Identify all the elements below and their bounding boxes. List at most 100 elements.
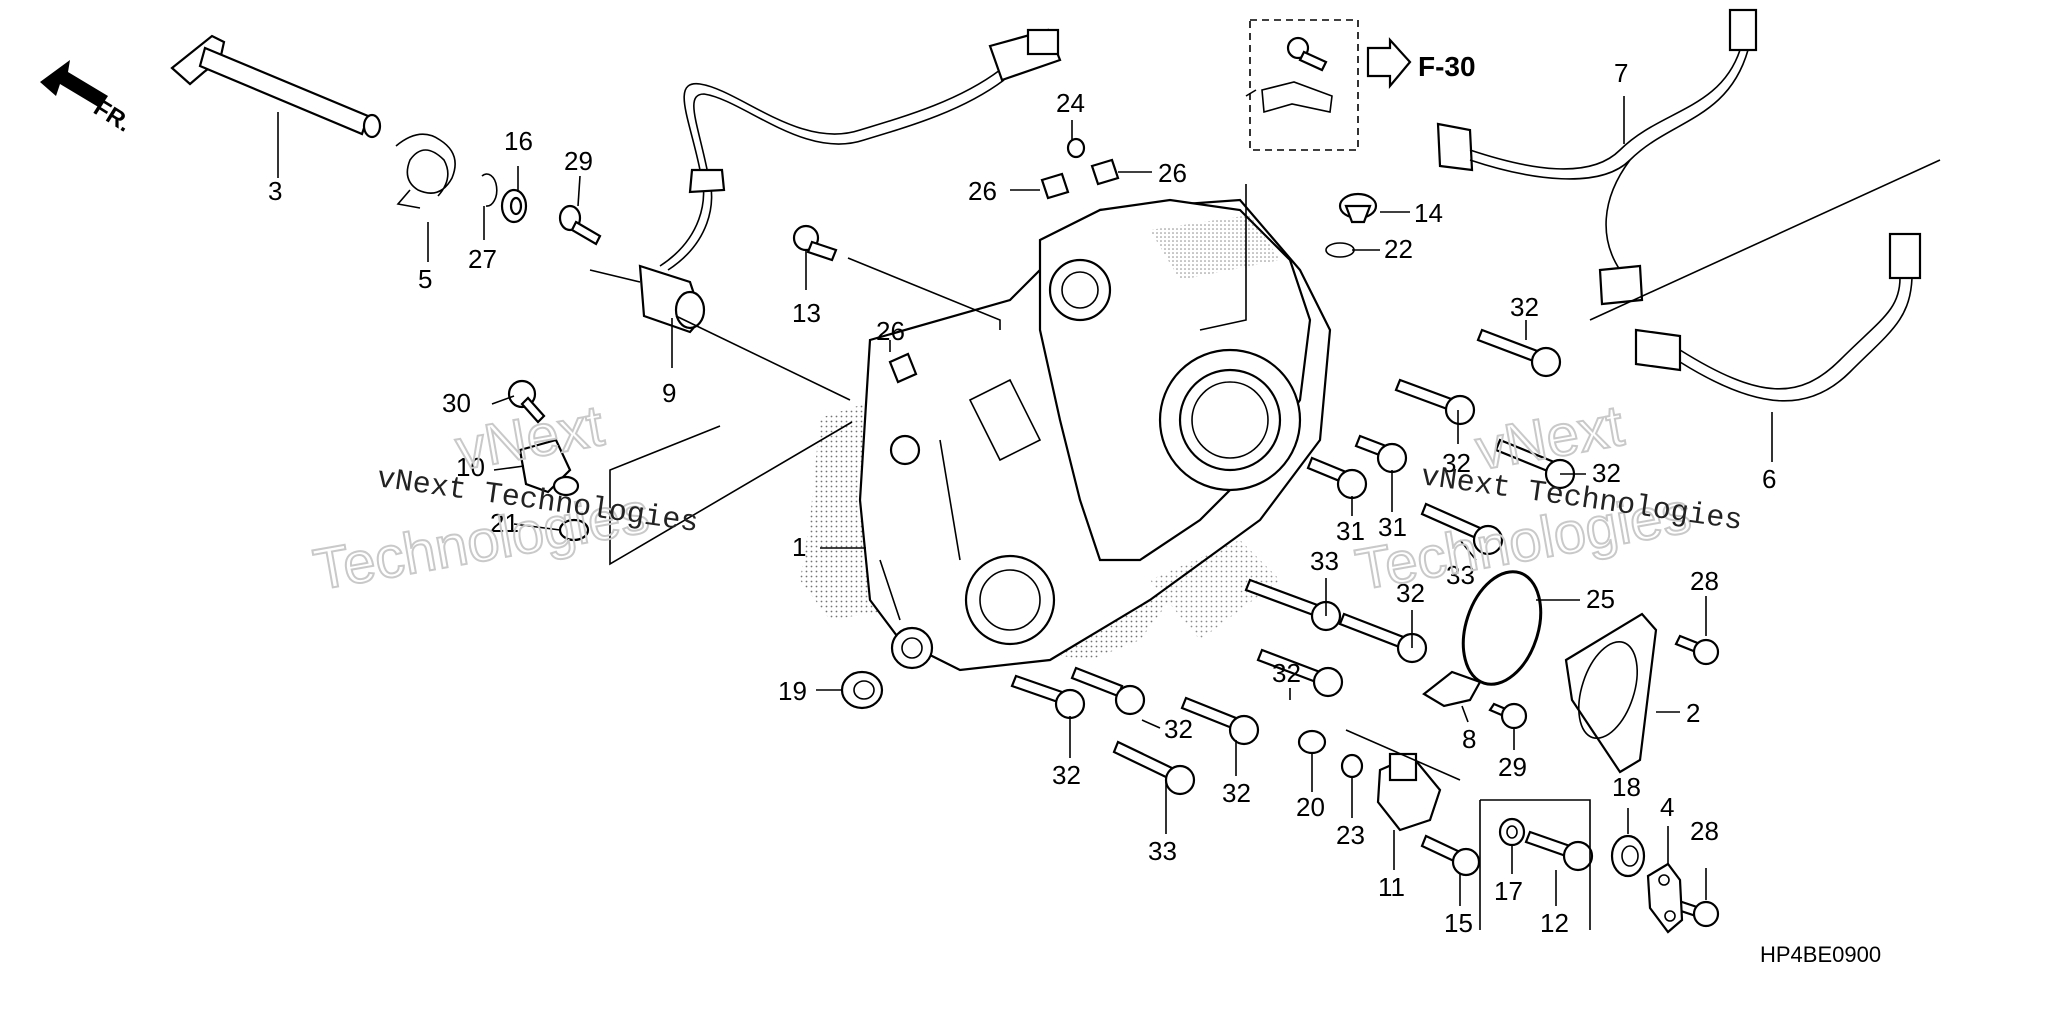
callout-26: 26 xyxy=(876,316,905,346)
part-17-washer xyxy=(1498,817,1526,847)
part-7-wire-harness xyxy=(1436,8,1758,306)
watermark-large-line1: vNext xyxy=(451,393,608,483)
callout-33: 33 xyxy=(1148,836,1177,866)
part-4-bracket xyxy=(1646,862,1684,934)
part-22-o-ring xyxy=(1325,242,1355,258)
callout-8: 8 xyxy=(1462,724,1476,754)
bolt-32-b xyxy=(1394,378,1476,426)
callout-29: 29 xyxy=(564,146,593,176)
callout-10: 10 xyxy=(456,452,485,482)
bolt-32-f xyxy=(1010,674,1086,720)
bolt-32-g xyxy=(1070,666,1146,716)
part-15-bolt xyxy=(1420,834,1481,877)
part-3-shift-shaft xyxy=(170,34,382,139)
callout-26: 26 xyxy=(1158,158,1187,188)
leader-lines xyxy=(277,89,1773,930)
part-30-bolt xyxy=(507,379,546,424)
part-2-gasket xyxy=(1564,612,1658,774)
bolt-32-e xyxy=(1256,648,1344,698)
callout-6: 6 xyxy=(1762,464,1776,494)
callout-28: 28 xyxy=(1690,816,1719,846)
part-8-clip xyxy=(1422,670,1482,708)
bolt-33-c xyxy=(1112,740,1196,796)
callout-23: 23 xyxy=(1336,820,1365,850)
callout-29: 29 xyxy=(1498,752,1527,782)
part-23-washer xyxy=(1340,753,1364,779)
callout-32: 32 xyxy=(1222,778,1251,808)
part-27-circlip xyxy=(481,173,498,207)
callout-3: 3 xyxy=(268,176,282,206)
callout-32: 32 xyxy=(1164,714,1193,744)
callout-24: 24 xyxy=(1056,88,1085,118)
part-29-bolt-upper xyxy=(558,204,602,246)
part-28-bolt-b xyxy=(1670,898,1720,928)
callout-27: 27 xyxy=(468,244,497,274)
callout-12: 12 xyxy=(1540,908,1569,938)
part-11-sensor xyxy=(1376,752,1442,832)
bolt-32-a xyxy=(1476,328,1562,378)
bolt-32-h xyxy=(1180,696,1260,746)
callout-32: 32 xyxy=(1510,292,1539,322)
part-20-washer xyxy=(1297,729,1327,755)
callout-14: 14 xyxy=(1414,198,1443,228)
bolt-32-d xyxy=(1338,612,1428,664)
callout-32: 32 xyxy=(1592,458,1621,488)
part-16-washer xyxy=(500,188,528,224)
part-13-bolt xyxy=(792,224,838,262)
callout-18: 18 xyxy=(1612,772,1641,802)
part-14-plug xyxy=(1338,192,1378,224)
part-29-bolt-lower xyxy=(1488,702,1528,730)
part-10-switch xyxy=(518,438,580,497)
callout-26: 26 xyxy=(968,176,997,206)
callout-4: 4 xyxy=(1660,792,1674,822)
part-12-bolt xyxy=(1524,830,1594,872)
front-direction-arrow-icon xyxy=(40,60,108,108)
callout-25: 25 xyxy=(1586,584,1615,614)
callout-9: 9 xyxy=(662,378,676,408)
callout-31: 31 xyxy=(1336,516,1365,546)
callout-13: 13 xyxy=(792,298,821,328)
part-6-wire-harness xyxy=(1589,159,1941,402)
callout-11: 11 xyxy=(1378,872,1405,902)
callout-2: 2 xyxy=(1686,698,1700,728)
part-28-bolt-a xyxy=(1674,634,1720,666)
callout-31: 31 xyxy=(1378,512,1407,542)
callout-32: 32 xyxy=(1052,760,1081,790)
callout-21: 21 xyxy=(490,508,519,538)
callout-32: 32 xyxy=(1272,658,1301,688)
callout-28: 28 xyxy=(1690,566,1719,596)
bolt-31-b xyxy=(1354,434,1408,474)
callout-19: 19 xyxy=(778,676,807,706)
callout-5: 5 xyxy=(418,264,432,294)
part-26-dowel-b xyxy=(1090,158,1120,186)
callout-15: 15 xyxy=(1444,908,1473,938)
callout-33: 33 xyxy=(1446,560,1475,590)
part-1-rear-crankcase-cover xyxy=(800,198,1332,672)
callout-7: 7 xyxy=(1614,58,1628,88)
bolt-33-a xyxy=(1420,502,1504,556)
diagram-code: HP4BE0900 xyxy=(1760,942,1881,967)
callout-33: 33 xyxy=(1310,546,1339,576)
callout-32: 32 xyxy=(1442,448,1471,478)
callout-32: 32 xyxy=(1396,578,1425,608)
bolt-31-a xyxy=(1306,456,1368,500)
callout-labels: 3 5 27 16 29 9 30 10 21 24 26 26 13 26 1… xyxy=(268,58,1776,938)
watermark-right: vNext Technologies vNext Technologies xyxy=(1350,392,1744,604)
callout-20: 20 xyxy=(1296,792,1325,822)
f-30-reference-box xyxy=(1249,19,1412,151)
part-18-oil-seal xyxy=(1610,834,1646,878)
callout-16: 16 xyxy=(504,126,533,156)
callout-1: 1 xyxy=(792,532,806,562)
callout-30: 30 xyxy=(442,388,471,418)
f-30-reference-label: F-30 xyxy=(1418,51,1476,82)
part-5-spring xyxy=(395,133,456,209)
part-26-dowel-c xyxy=(888,352,918,384)
part-24-washer xyxy=(1066,137,1086,159)
part-26-dowel-a xyxy=(1040,172,1070,200)
part-25-o-ring xyxy=(1461,570,1543,686)
callout-22: 22 xyxy=(1384,234,1413,264)
callout-17: 17 xyxy=(1494,876,1523,906)
watermark-left: vNext Technologies vNext Technologies xyxy=(308,392,700,604)
part-19-oil-seal xyxy=(840,670,884,710)
